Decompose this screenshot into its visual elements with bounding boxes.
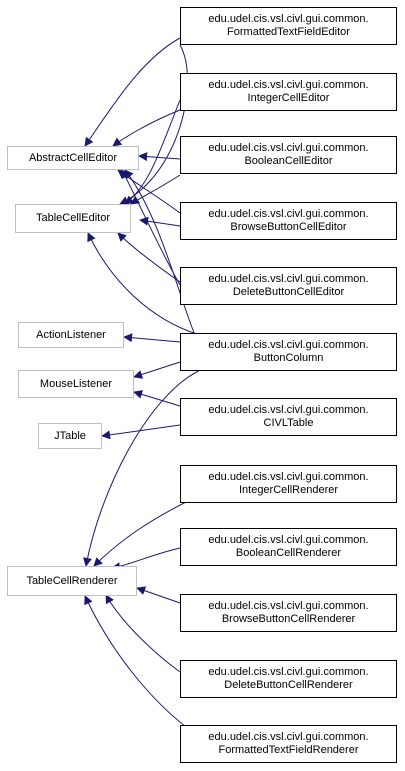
node-formattedtextfieldrenderer[interactable]: edu.udel.cis.vsl.civl.gui.common. Format…	[180, 725, 397, 763]
node-booleancelleditor[interactable]: edu.udel.cis.vsl.civl.gui.common. Boolea…	[180, 136, 397, 174]
node-integercelleditor[interactable]: edu.udel.cis.vsl.civl.gui.common. Intege…	[180, 73, 397, 111]
node-package-label: edu.udel.cis.vsl.civl.gui.common.	[208, 471, 369, 483]
node-class-label: BooleanCellEditor	[244, 155, 333, 167]
node-deletebuttoncellrenderer[interactable]: edu.udel.cis.vsl.civl.gui.common. Delete…	[180, 660, 397, 698]
edge-deletebuttoncelleditor-to-tablecelleditor	[117, 232, 181, 283]
node-package-label: edu.udel.cis.vsl.civl.gui.common.	[208, 273, 369, 285]
node-class-label: FormattedTextFieldRenderer	[218, 744, 359, 756]
node-package-label: edu.udel.cis.vsl.civl.gui.common.	[208, 404, 369, 416]
node-jtable[interactable]: JTable	[38, 423, 102, 449]
node-label: AbstractCellEditor	[28, 151, 118, 164]
edge-buttoncolumn-to-tablecelleditor	[87, 232, 201, 336]
node-package-label: edu.udel.cis.vsl.civl.gui.common.	[208, 600, 369, 612]
node-buttoncolumn[interactable]: edu.udel.cis.vsl.civl.gui.common. Button…	[180, 333, 397, 371]
edge-buttoncolumn-to-actionlistener	[123, 333, 181, 343]
node-formattedtextfieldeditor[interactable]: edu.udel.cis.vsl.civl.gui.common. Format…	[180, 7, 397, 45]
edge-buttoncolumn-to-mouselistener	[133, 361, 181, 379]
node-class-label: BrowseButtonCellRenderer	[221, 613, 356, 625]
node-browsebuttoncelleditor[interactable]: edu.udel.cis.vsl.civl.gui.common. Browse…	[180, 202, 397, 240]
edge-buttoncolumn-to-abstractcelleditor	[124, 169, 196, 336]
node-package-label: edu.udel.cis.vsl.civl.gui.common.	[208, 79, 369, 91]
node-actionlistener[interactable]: ActionListener	[18, 322, 124, 348]
node-abstractcelleditor[interactable]: AbstractCellEditor	[7, 146, 139, 170]
node-label: JTable	[54, 429, 86, 442]
edge-formattedtextfieldeditor-to-abstractcelleditor	[84, 37, 181, 147]
node-civltable[interactable]: edu.udel.cis.vsl.civl.gui.common. CIVLTa…	[180, 398, 397, 436]
node-browsebuttoncellrenderer[interactable]: edu.udel.cis.vsl.civl.gui.common. Browse…	[180, 594, 397, 632]
edge-civltable-to-mouselistener	[133, 390, 181, 407]
node-class-label: DeleteButtonCellEditor	[232, 286, 345, 298]
node-booleancellrenderer[interactable]: edu.udel.cis.vsl.civl.gui.common. Boolea…	[180, 528, 397, 566]
node-class-label: ButtonColumn	[253, 352, 324, 364]
edge-formattedtextfieldrenderer-to-tablecellrenderer	[84, 595, 191, 731]
node-integercellrenderer[interactable]: edu.udel.cis.vsl.civl.gui.common. Intege…	[180, 465, 397, 503]
edge-integercelleditor-to-abstractcelleditor	[112, 109, 181, 147]
edge-integercellrenderer-to-tablecellrenderer	[93, 499, 191, 567]
node-class-label: IntegerCellEditor	[247, 92, 330, 104]
node-package-label: edu.udel.cis.vsl.civl.gui.common.	[208, 534, 369, 546]
node-class-label: FormattedTextFieldEditor	[227, 26, 350, 38]
edge-civltable-to-jtable	[101, 424, 181, 440]
node-deletebuttoncelleditor[interactable]: edu.udel.cis.vsl.civl.gui.common. Delete…	[180, 267, 397, 305]
edge-booleancellrenderer-to-tablecellrenderer	[111, 547, 181, 572]
node-class-label: IntegerCellRenderer	[238, 484, 339, 496]
edge-deletebuttoncellrenderer-to-tablecellrenderer	[105, 594, 181, 673]
node-class-label: BrowseButtonCellEditor	[230, 221, 347, 233]
node-package-label: edu.udel.cis.vsl.civl.gui.common.	[208, 142, 369, 154]
node-package-label: edu.udel.cis.vsl.civl.gui.common.	[208, 208, 369, 220]
node-label: ActionListener	[36, 328, 106, 341]
node-mouselistener[interactable]: MouseListener	[18, 370, 134, 398]
node-package-label: edu.udel.cis.vsl.civl.gui.common.	[208, 13, 369, 25]
node-label: TableCellRenderer	[26, 574, 118, 587]
node-label: MouseListener	[39, 377, 113, 390]
edge-formattedtextfieldeditor-to-tablecelleditor	[119, 44, 188, 205]
edge-buttoncolumn-to-tablecellrenderer	[83, 367, 206, 567]
node-package-label: edu.udel.cis.vsl.civl.gui.common.	[208, 666, 369, 678]
edge-browsebuttoncelleditor-to-tablecelleditor	[139, 216, 181, 227]
node-label: TableCellEditor	[36, 212, 110, 224]
node-class-label: CIVLTable	[263, 417, 314, 429]
edge-browsebuttoncellrenderer-to-tablecellrenderer	[136, 586, 181, 604]
node-tablecelleditor[interactable]: TableCellEditor	[15, 204, 131, 233]
edge-booleancelleditor-to-abstractcelleditor	[138, 152, 181, 162]
node-package-label: edu.udel.cis.vsl.civl.gui.common.	[208, 339, 369, 351]
node-tablecellrenderer[interactable]: TableCellRenderer	[7, 566, 137, 596]
node-class-label: BooleanCellRenderer	[235, 547, 342, 559]
node-package-label: edu.udel.cis.vsl.civl.gui.common.	[208, 731, 369, 743]
node-class-label: DeleteButtonCellRenderer	[224, 679, 353, 691]
edge-booleancelleditor-to-tablecelleditor	[130, 174, 181, 205]
